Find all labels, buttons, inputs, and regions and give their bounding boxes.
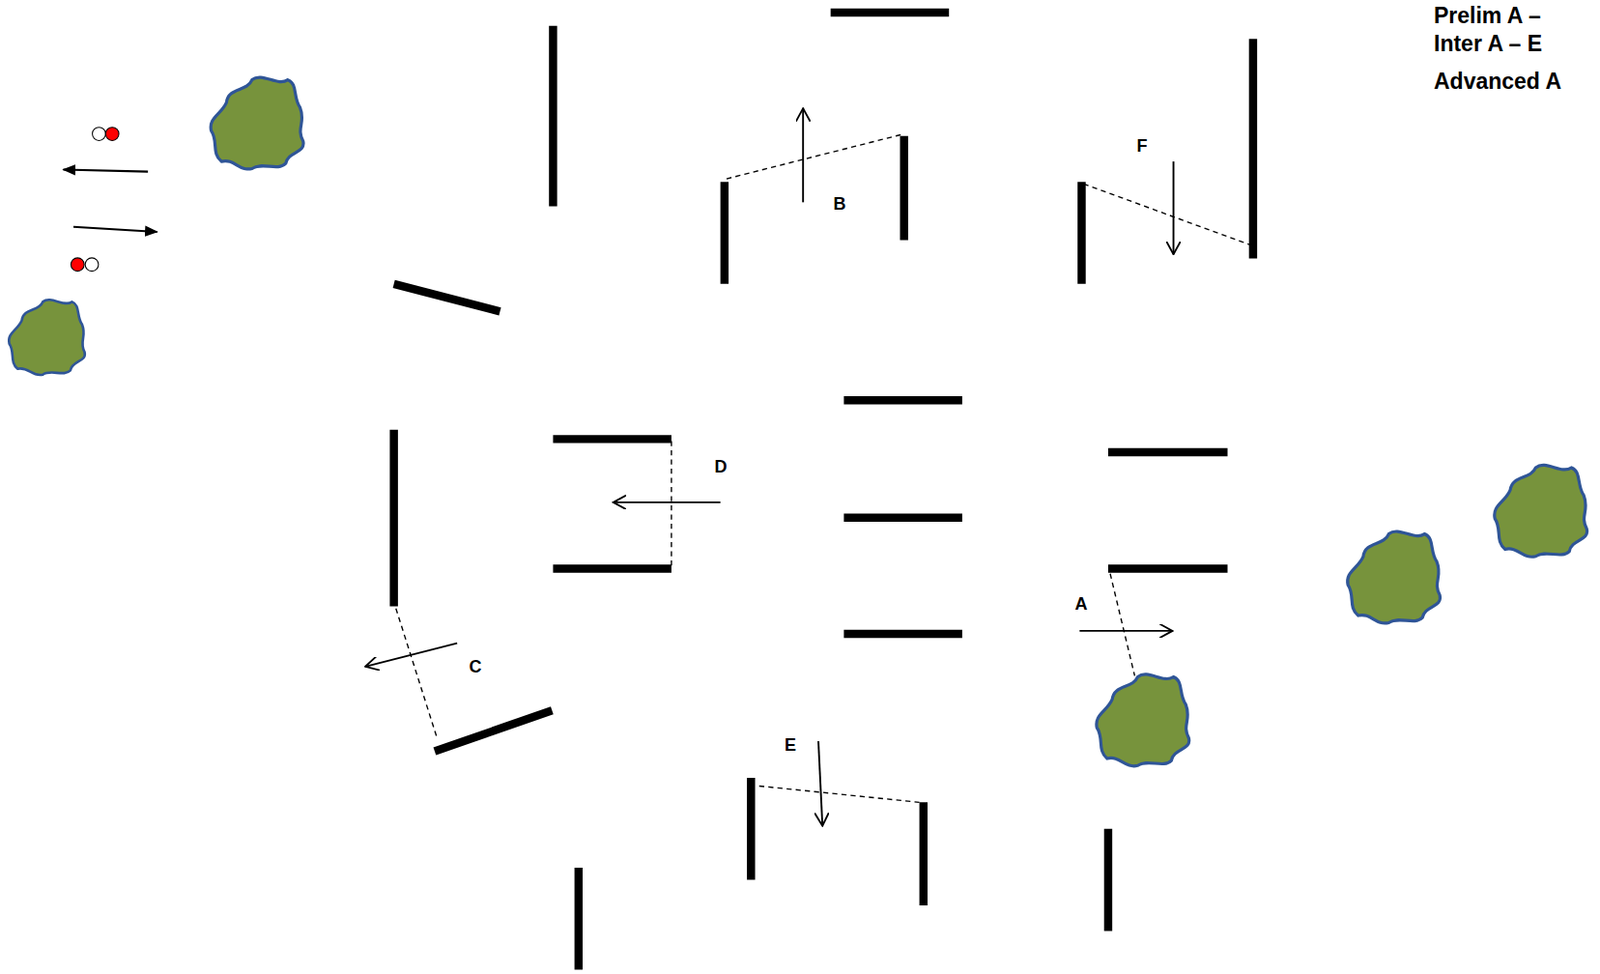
fence-letter: C: [469, 657, 483, 678]
fence-letter: D: [714, 457, 728, 478]
course-list: Advanced A: [1433, 68, 1562, 94]
course-list: Prelim A –: [1433, 2, 1542, 29]
bush: [1096, 674, 1190, 767]
course-list: Inter A – E: [1433, 30, 1543, 57]
fence-letter: A: [1075, 594, 1088, 615]
fences: [394, 12, 1254, 971]
fence-letter: F: [1137, 136, 1148, 157]
optional-route: [396, 134, 1252, 803]
bush: [1494, 464, 1588, 557]
bush: [210, 77, 304, 170]
start-flags: [62, 127, 157, 272]
direction-arrows: [365, 108, 1173, 826]
bush: [8, 299, 86, 375]
fence-letter: B: [833, 194, 847, 215]
fence-letter: E: [784, 735, 797, 756]
bush: [1347, 531, 1441, 624]
